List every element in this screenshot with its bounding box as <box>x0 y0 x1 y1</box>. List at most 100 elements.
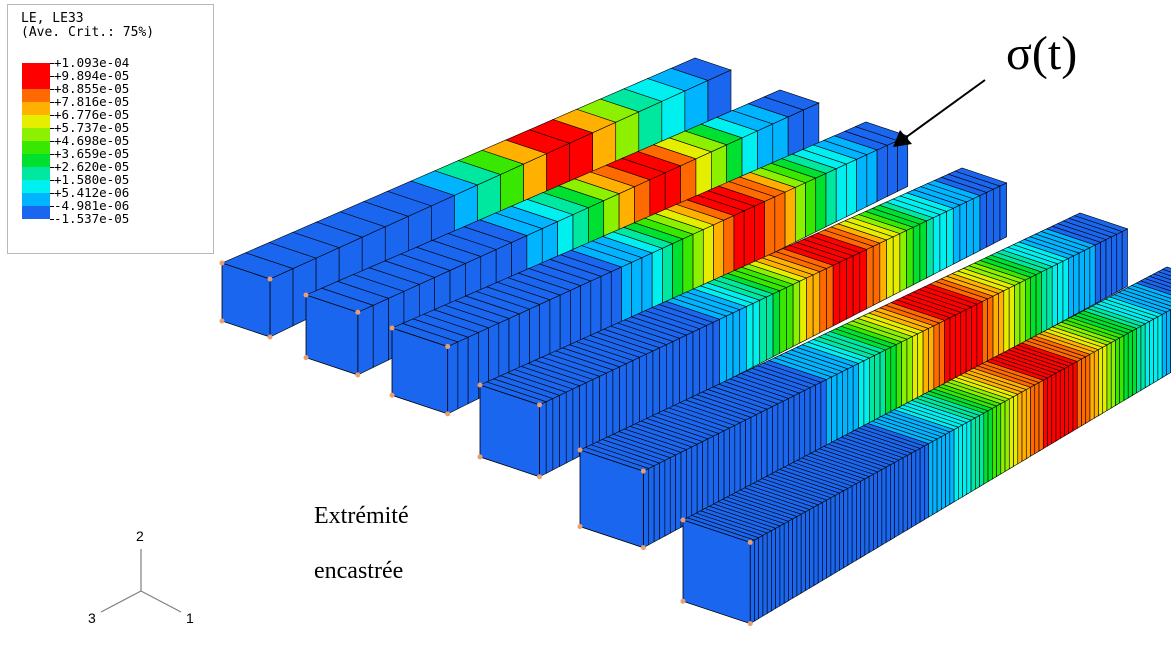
legend-tick <box>50 193 54 194</box>
axis-1-label: 1 <box>186 610 194 626</box>
beam-top-element <box>1144 275 1171 288</box>
beam-side-element <box>739 419 746 496</box>
beam-side-element <box>1057 260 1064 325</box>
beam-side-element <box>1161 311 1167 379</box>
beam-side-element <box>804 387 811 462</box>
beam-side-element <box>783 520 789 604</box>
boundary-condition-marker <box>355 372 361 378</box>
boundary-condition-marker <box>640 545 646 551</box>
beam-side-element <box>835 163 847 223</box>
beam-top-element <box>1139 278 1171 292</box>
beam-side-element <box>899 229 907 293</box>
beam-side-element <box>761 408 768 485</box>
beam-side-element <box>1055 370 1061 442</box>
legend-label: +4.698e-05 <box>54 133 130 148</box>
beam-side-element <box>825 168 837 228</box>
beam-side-element <box>766 530 772 614</box>
beam-side-element <box>966 198 974 258</box>
legend-label: +5.412e-06 <box>54 185 130 200</box>
beam-side-element <box>652 347 660 419</box>
beam-side-element <box>605 369 614 443</box>
beam-side-element <box>826 264 834 330</box>
beam-side-element <box>986 188 994 248</box>
axis-2-label: 2 <box>136 528 144 544</box>
load-label: σ(t) <box>1006 27 1078 80</box>
beam-side-element <box>1119 335 1125 404</box>
beam-side-element <box>820 379 827 453</box>
beam-side-element <box>962 421 968 498</box>
beam-side-element <box>686 331 694 402</box>
beam-side-element <box>1110 339 1116 409</box>
axis-3-label: 3 <box>88 610 96 626</box>
beam-side-element <box>953 426 959 503</box>
legend-swatch <box>22 89 50 102</box>
beam-side-element <box>966 419 972 495</box>
beam-side-element <box>907 452 912 531</box>
beam-side-element <box>843 487 849 569</box>
beam-side-element <box>559 391 567 467</box>
beam-side-element <box>1089 244 1096 308</box>
beam-side-element <box>1042 377 1048 450</box>
beam-side-element <box>1030 384 1036 457</box>
beam-side-element <box>979 191 987 252</box>
beam-side-element <box>924 443 929 521</box>
boundary-condition-marker <box>267 276 273 282</box>
beam-side-element <box>945 431 951 508</box>
beam-top-element <box>763 89 820 111</box>
beam-side-element <box>959 201 967 262</box>
beam-side-element <box>890 461 895 541</box>
beam-side-element <box>970 417 976 493</box>
beam-side-element <box>712 432 719 511</box>
beam-side-element <box>996 403 1002 478</box>
boundary-condition-marker <box>537 402 543 408</box>
beam-side-element <box>666 340 674 413</box>
beam-side-element <box>932 438 938 516</box>
beam-side-element <box>992 292 999 360</box>
beam-side-element <box>819 268 827 334</box>
legend-label: +2.620e-05 <box>54 159 130 174</box>
beam-top-element <box>1117 289 1171 310</box>
beam-side-element <box>805 508 810 592</box>
beam-side-element <box>895 341 902 412</box>
beam-side-element <box>1038 379 1044 452</box>
beam-side-element <box>879 239 887 303</box>
beam-top-element <box>1122 287 1171 307</box>
beam-side-element <box>1046 266 1053 331</box>
boundary-condition-marker <box>747 621 753 627</box>
beam-side-element <box>1140 323 1146 391</box>
beam-side-element <box>906 226 914 289</box>
beam-side-element <box>754 537 759 622</box>
boundary-condition-marker <box>477 454 483 460</box>
boundary-condition-marker <box>445 411 451 417</box>
legend-title: LE, LE33 <box>21 11 84 26</box>
beam-side-element <box>669 454 676 534</box>
legend-swatch <box>22 167 50 180</box>
legend-label: +7.816e-05 <box>54 94 130 109</box>
beam-side-element <box>457 336 469 410</box>
beam-side-element <box>793 392 800 467</box>
beam-side-element <box>960 309 967 377</box>
beam-side-element <box>805 177 817 238</box>
beam-side-element <box>946 207 954 269</box>
legend-tick <box>50 141 54 142</box>
beam-side-element <box>777 400 784 476</box>
beam-side-element <box>873 471 878 551</box>
beam-side-element <box>799 389 806 464</box>
beam-side-element <box>846 255 854 320</box>
beam-side-element <box>734 422 741 499</box>
beam-side-element <box>955 311 962 380</box>
beam-side-element <box>1144 320 1150 389</box>
beam-side-element <box>965 306 972 374</box>
beam-side-element <box>981 298 988 366</box>
beam-side-element <box>357 304 374 376</box>
boundary-condition-marker <box>389 392 395 398</box>
beam-side-element <box>901 338 908 409</box>
legend-tick <box>50 102 54 103</box>
beam-side-element <box>1072 360 1078 432</box>
beam-side-element <box>585 378 594 454</box>
legend-subtitle: (Ave. Crit.: 75%) <box>21 25 155 40</box>
beam-side-element <box>750 414 757 491</box>
beam-top-element <box>1073 212 1129 232</box>
beam-5 <box>577 212 1129 551</box>
beam-side-element <box>915 447 921 526</box>
